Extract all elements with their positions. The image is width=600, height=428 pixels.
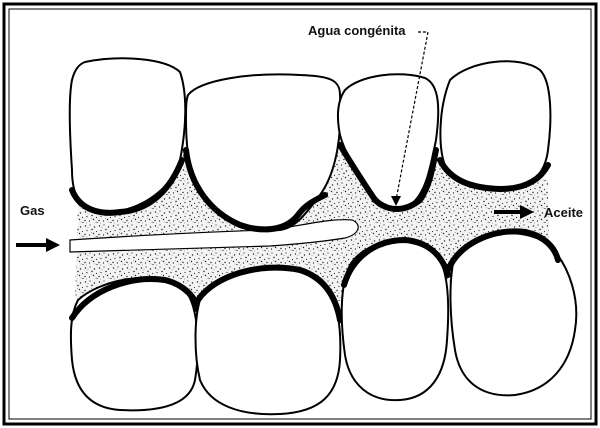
- sand-grain: [196, 269, 341, 414]
- sand-grain: [440, 61, 550, 190]
- gas-label: Gas: [20, 203, 45, 218]
- connate-water-label: Agua congénita: [308, 23, 406, 38]
- oil-label: Aceite: [544, 205, 583, 220]
